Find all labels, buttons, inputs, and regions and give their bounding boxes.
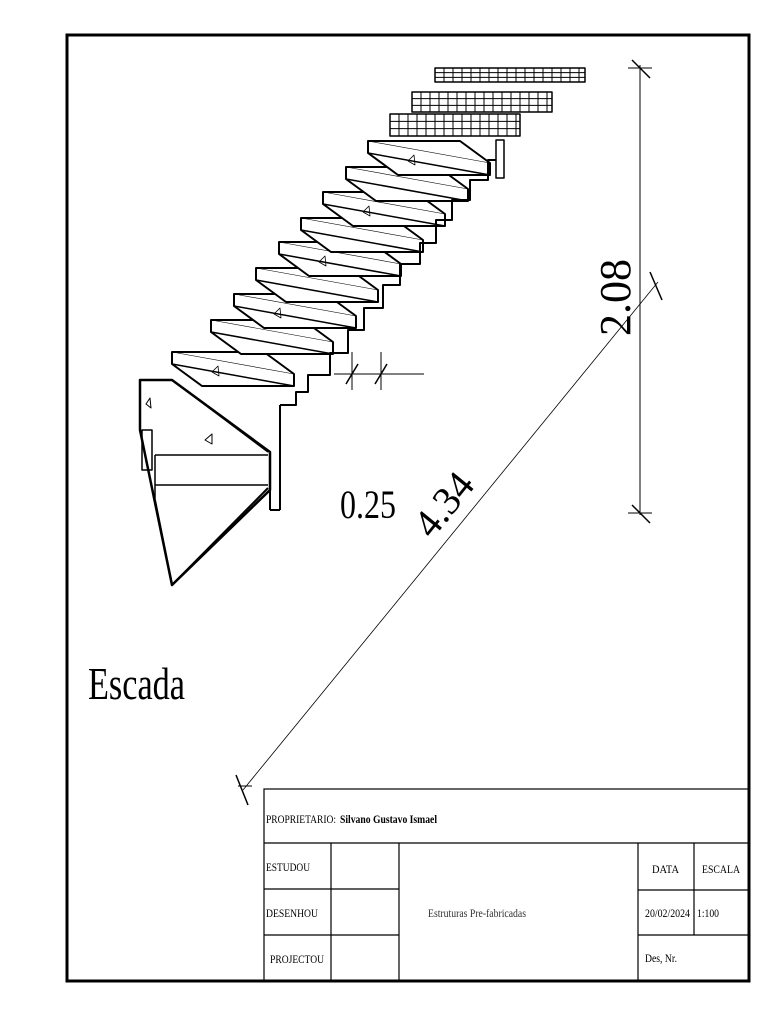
row-label-drew: DESENHOU <box>266 906 318 920</box>
drawing-title: Escada <box>88 658 185 709</box>
owner-label: PROPRIETARIO: <box>266 812 336 826</box>
stair-steps <box>171 140 491 387</box>
stair-step <box>171 351 295 387</box>
rebar-grid <box>389 113 521 137</box>
stair-landing <box>138 378 281 587</box>
date-value: 20/02/2024 <box>645 906 690 920</box>
dimension-length <box>235 271 663 806</box>
dimension-step <box>334 352 424 390</box>
rebar-grids <box>389 67 586 179</box>
date-label: DATA <box>652 862 679 876</box>
drawing-number-label: Des, Nr. <box>645 951 677 965</box>
scale-value: 1:100 <box>697 906 719 920</box>
height-dimension-label: 2.08 <box>591 259 640 336</box>
stair-stringer <box>280 159 496 406</box>
staircase-drawing <box>138 67 586 587</box>
title-block <box>263 788 750 982</box>
length-dimension-label: 4.34 <box>404 463 483 546</box>
row-label-studied: ESTUDOU <box>266 860 310 874</box>
rebar-grid <box>434 67 586 83</box>
owner-name: Silvano Gustavo Ismael <box>340 812 438 826</box>
project-name: Estruturas Pre-fabricadas <box>428 906 526 920</box>
dimension-height <box>628 59 652 524</box>
scale-label: ESCALA <box>702 862 740 876</box>
stair-step <box>367 140 491 176</box>
rebar-grid <box>411 91 553 113</box>
step-dimension-label: 0.25 <box>340 482 396 527</box>
row-label-designed: PROJECTOU <box>270 952 324 966</box>
rebar-stub <box>495 139 505 179</box>
